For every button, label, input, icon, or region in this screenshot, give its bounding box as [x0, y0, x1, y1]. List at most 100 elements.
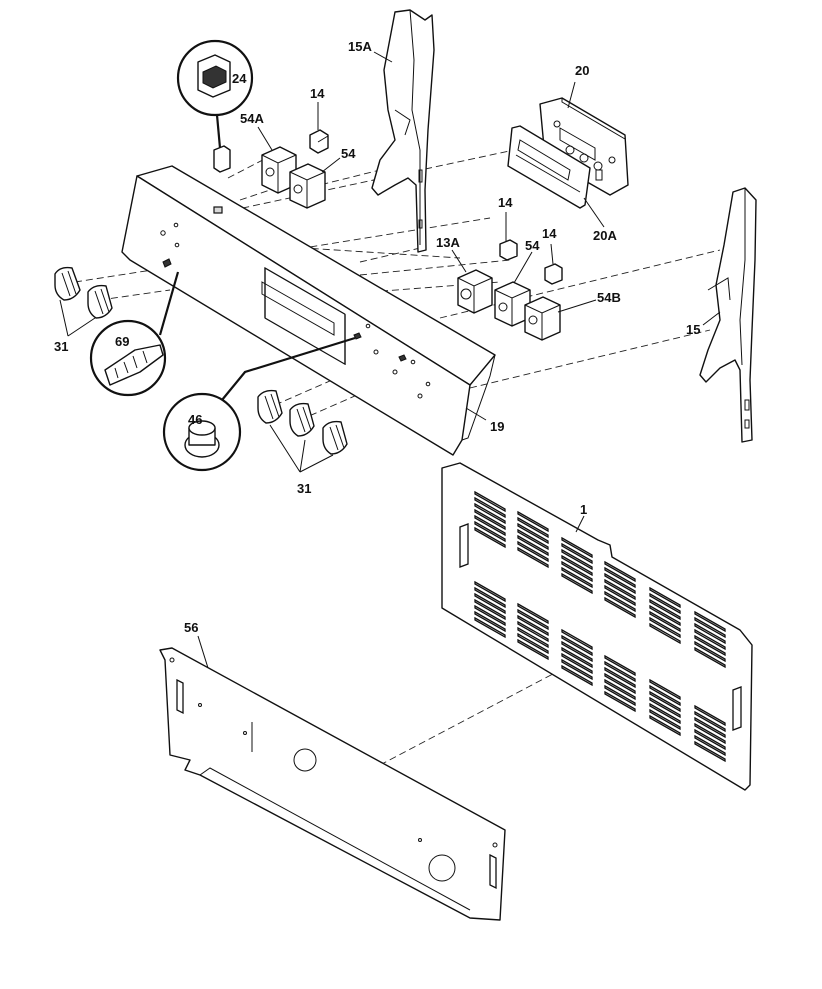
- louver-slot: [604, 684, 636, 707]
- louver-slot: [649, 702, 681, 725]
- louver-slot: [517, 546, 549, 569]
- louver-slot: [649, 586, 681, 609]
- louver-slot: [649, 684, 681, 707]
- louver-slot: [474, 520, 506, 543]
- louver-slot: [694, 728, 726, 751]
- label-14-mid: 14: [498, 195, 513, 210]
- label-14-right: 14: [542, 226, 557, 241]
- label-15: 15: [686, 322, 700, 337]
- louver-slot: [694, 646, 726, 669]
- panel-screws: [162, 258, 407, 362]
- louver-slot: [561, 560, 593, 583]
- label-20a: 20A: [593, 228, 617, 243]
- louver-slot: [517, 516, 549, 539]
- louver-slot: [561, 658, 593, 681]
- part-labels: 24 14 54A 54 15A 20 20A 14 13A 54 14 54B…: [54, 39, 700, 635]
- louver-slot: [474, 502, 506, 525]
- label-15a: 15A: [348, 39, 372, 54]
- label-20: 20: [575, 63, 589, 78]
- louver-slot: [474, 490, 506, 513]
- louver-slot: [649, 714, 681, 737]
- louver-slot: [604, 596, 636, 619]
- switch-54-top: [289, 163, 326, 209]
- relay-14-top: [309, 129, 329, 154]
- louver-slot: [604, 560, 636, 583]
- louver-slot: [474, 508, 506, 531]
- louver-slot: [517, 620, 549, 643]
- louver-slot: [694, 722, 726, 745]
- louver-slot: [561, 554, 593, 577]
- louver-slot: [517, 608, 549, 631]
- louver-slot: [694, 716, 726, 739]
- louver-slot: [604, 672, 636, 695]
- louver-slot: [561, 542, 593, 565]
- label-54b: 54B: [597, 290, 621, 305]
- louver-slot: [649, 696, 681, 719]
- switch-54a: [261, 146, 297, 194]
- louver-slots: [474, 490, 726, 763]
- louver-slot: [604, 660, 636, 683]
- louver-slot: [604, 572, 636, 595]
- callout-46-bubble: [162, 336, 356, 472]
- label-24: 24: [232, 71, 247, 86]
- louver-slot: [517, 638, 549, 661]
- louver-slot: [517, 528, 549, 551]
- louver-slot: [604, 584, 636, 607]
- louver-slot: [604, 690, 636, 713]
- label-69: 69: [115, 334, 129, 349]
- louver-slot: [517, 602, 549, 625]
- louver-slot: [474, 598, 506, 621]
- louver-slot: [517, 614, 549, 637]
- louver-slot: [604, 590, 636, 613]
- louver-slot: [561, 566, 593, 589]
- louver-slot: [694, 640, 726, 663]
- label-56: 56: [184, 620, 198, 635]
- label-31-left: 31: [54, 339, 68, 354]
- louver-slot: [517, 540, 549, 563]
- louver-slot: [649, 678, 681, 701]
- louver-slot: [694, 628, 726, 651]
- louver-slot: [561, 548, 593, 571]
- louver-slot: [694, 740, 726, 763]
- louver-slot: [649, 690, 681, 713]
- louver-slot: [561, 572, 593, 595]
- label-54-mid: 54: [525, 238, 540, 253]
- label-19: 19: [490, 419, 504, 434]
- label-31-bottom: 31: [297, 481, 311, 496]
- louver-slot: [517, 626, 549, 649]
- louver-slot: [604, 666, 636, 689]
- louver-slot: [561, 664, 593, 687]
- side-trim-15a: [371, 9, 435, 253]
- louver-slot: [694, 710, 726, 733]
- callout-69-bubble: [89, 271, 180, 397]
- louver-slot: [694, 610, 726, 633]
- louver-slot: [694, 634, 726, 657]
- louver-slot: [649, 610, 681, 633]
- control-panel-19: [121, 165, 496, 456]
- lower-panel-56: [159, 647, 506, 921]
- louver-slot: [694, 734, 726, 757]
- relay-14-right: [544, 263, 563, 285]
- louver-slot: [649, 598, 681, 621]
- louver-slot: [474, 610, 506, 633]
- knobs-31-bottom: [257, 389, 348, 455]
- louver-slot: [517, 522, 549, 545]
- louver-slot: [561, 536, 593, 559]
- knobs-31-left: [54, 266, 113, 319]
- louver-slot: [561, 628, 593, 651]
- label-46: 46: [188, 412, 202, 427]
- louver-slot: [561, 646, 593, 669]
- louver-slot: [604, 654, 636, 677]
- louver-slot: [649, 592, 681, 615]
- switch-54b: [524, 296, 561, 341]
- callout-24-bubble: [176, 39, 254, 173]
- louver-slot: [694, 616, 726, 639]
- louver-slot: [649, 604, 681, 627]
- louver-slot: [474, 526, 506, 549]
- louver-slot: [474, 592, 506, 615]
- louver-slot: [474, 514, 506, 537]
- louver-slot: [474, 616, 506, 639]
- relay-14-mid: [499, 239, 518, 261]
- louver-slot: [694, 704, 726, 727]
